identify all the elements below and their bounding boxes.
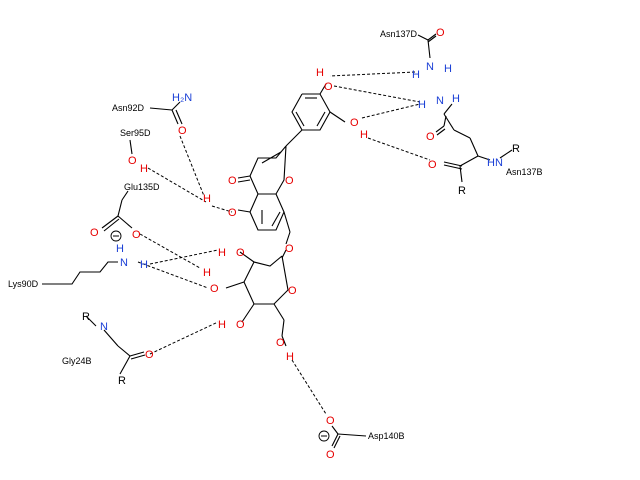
atom-o-glycosidic: O bbox=[285, 243, 294, 255]
residue-label-asn137d: Asn137D bbox=[380, 29, 418, 39]
atom-h-sugar6: H bbox=[286, 351, 294, 363]
atom-o-ser95d: O bbox=[128, 155, 137, 167]
residue-label-asn92d: Asn92D bbox=[112, 103, 145, 113]
atom-hn-asn137b: HN bbox=[487, 157, 503, 169]
negative-charge-glu135d bbox=[110, 230, 122, 242]
residue-label-glu135d: Glu135D bbox=[124, 182, 160, 192]
hbond-lys-oh2 bbox=[149, 249, 219, 265]
atom-r-asn137b-1: R bbox=[512, 143, 520, 155]
atom-o-oh3: O bbox=[350, 117, 359, 129]
hbond-asp-oh6 bbox=[291, 359, 327, 415]
atom-o-sugar3: O bbox=[210, 283, 219, 295]
hbond-ser95d-o bbox=[147, 167, 207, 203]
hbond-asn137d-oh4 bbox=[329, 71, 416, 77]
atom-o-glu135d-2: O bbox=[132, 229, 141, 241]
atom-n-asn137d: N bbox=[426, 61, 434, 73]
atom-h-lys90d-2: H bbox=[140, 259, 148, 271]
atom-h-oh3: H bbox=[360, 129, 368, 141]
atom-h-asn137b: H bbox=[418, 99, 426, 111]
hbond-asn92d-o bbox=[179, 135, 205, 197]
atom-h-ser95d: H bbox=[140, 163, 148, 175]
atom-r-gly24b-2: R bbox=[118, 375, 126, 387]
hbond-gly-oh4 bbox=[149, 321, 219, 355]
atom-o-gly24b: O bbox=[145, 349, 154, 361]
atom-n-asn137b: N bbox=[436, 95, 444, 107]
residue-label-asn137b: Asn137B bbox=[506, 167, 543, 177]
atom-o-asn137d: O bbox=[436, 27, 445, 39]
atom-o-glu135d-1: O bbox=[90, 227, 99, 239]
hbond-oh3-asn137b bbox=[361, 103, 421, 119]
atom-o-asp140b-2: O bbox=[326, 449, 335, 461]
atom-o-pyranose: O bbox=[288, 285, 297, 297]
hbond-lys-oh3 bbox=[137, 261, 209, 289]
atom-o-sugar6: O bbox=[276, 337, 285, 349]
atom-h-sugar4: H bbox=[218, 319, 226, 331]
atom-h-sugar2: H bbox=[218, 247, 226, 259]
hbond-oh3-asn137b-o bbox=[367, 137, 431, 161]
atom-h-asn137d-1: H bbox=[412, 69, 420, 81]
hbond-glu-oh bbox=[139, 233, 201, 269]
residue-label-lys90d: Lys90D bbox=[8, 279, 39, 289]
atom-r-asn137b-2: R bbox=[458, 185, 466, 197]
atom-o-sugar4: O bbox=[236, 319, 245, 331]
atom-h-oh5: H bbox=[203, 193, 211, 205]
atom-n-lys90d: N bbox=[120, 257, 128, 269]
atom-h2n-asn92d: H₂N bbox=[172, 92, 192, 104]
atom-o-asn137b-side: O bbox=[426, 131, 435, 143]
residue-labels: Asn137D Asn92D Ser95D Glu135D Lys90D Gly… bbox=[8, 29, 543, 441]
atom-o-asn92d: O bbox=[178, 125, 187, 137]
atom-o-oh4: O bbox=[324, 81, 333, 93]
atom-labels: H O O H O O H O O H O H O O H O O H O H … bbox=[82, 27, 520, 461]
atom-h-asn137b-2: H bbox=[452, 93, 460, 105]
ligand-bonds bbox=[225, 83, 346, 347]
hbond-o5-h bbox=[211, 205, 233, 213]
atom-h-lys90d-1: H bbox=[116, 243, 124, 255]
negative-charge-asp140b bbox=[318, 430, 330, 442]
hbond-oh4-asn137b bbox=[333, 85, 421, 103]
atom-n-gly24b: N bbox=[100, 321, 108, 333]
atom-o-carbonyl: O bbox=[228, 175, 237, 187]
atom-h-oh4: H bbox=[316, 67, 324, 79]
atom-h-sugar3: H bbox=[203, 267, 211, 279]
residue-label-ser95d: Ser95D bbox=[120, 128, 151, 138]
atom-h-asn137d-2: H bbox=[444, 63, 452, 75]
atom-o-asp140b-1: O bbox=[326, 415, 335, 427]
hydrogen-bonds bbox=[137, 71, 431, 415]
atom-o-asn137b-bb: O bbox=[428, 159, 437, 171]
atom-o-ring: O bbox=[285, 175, 294, 187]
residue-label-gly24b: Gly24B bbox=[62, 356, 92, 366]
atom-o-oh5: O bbox=[228, 207, 237, 219]
residue-label-asp140b: Asp140B bbox=[368, 431, 405, 441]
atom-r-gly24b-1: R bbox=[82, 311, 90, 323]
residue-bonds bbox=[42, 33, 513, 449]
atom-o-sugar2: O bbox=[236, 247, 245, 259]
